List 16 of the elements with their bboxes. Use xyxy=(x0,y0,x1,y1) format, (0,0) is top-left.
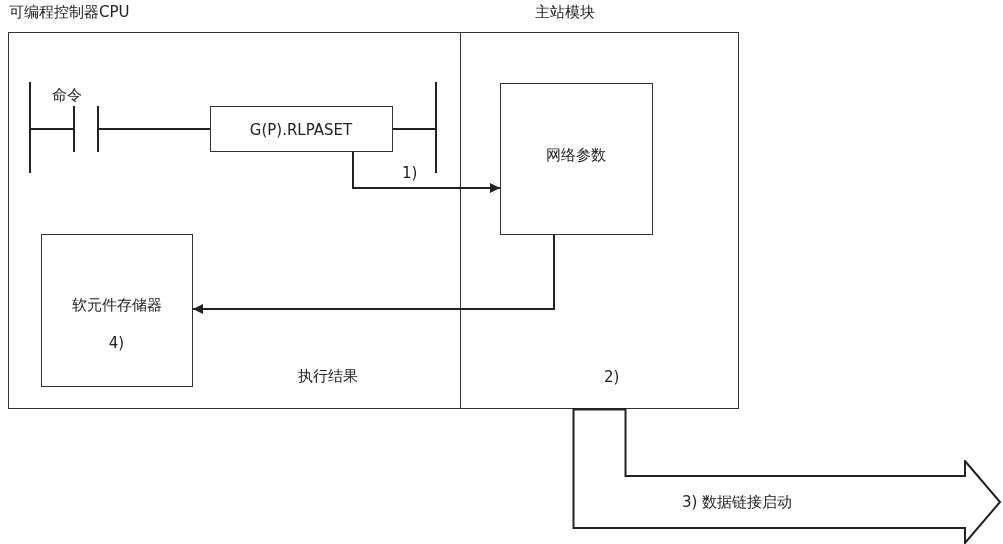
arrow xyxy=(352,151,501,193)
contact-label: 命令 xyxy=(50,86,84,104)
box-text: 网络参数 xyxy=(545,145,607,164)
memory-box xyxy=(40,233,193,387)
instruction-box xyxy=(209,105,393,152)
edge-label: 1) xyxy=(400,164,420,182)
step-number: 4) xyxy=(107,333,126,352)
step-number: 2) xyxy=(604,368,620,386)
box-text: 软元件存储器 xyxy=(70,295,163,314)
panel-heading: 主站模块 xyxy=(535,3,595,21)
block-arrow xyxy=(572,408,1001,544)
parameter-box xyxy=(499,82,653,235)
instruction-text: G(P).RLPASET xyxy=(248,120,354,139)
edge-label: 执行结果 xyxy=(296,367,360,385)
panel-heading: 可编程控制器CPU xyxy=(9,3,130,21)
arrow xyxy=(192,234,555,314)
